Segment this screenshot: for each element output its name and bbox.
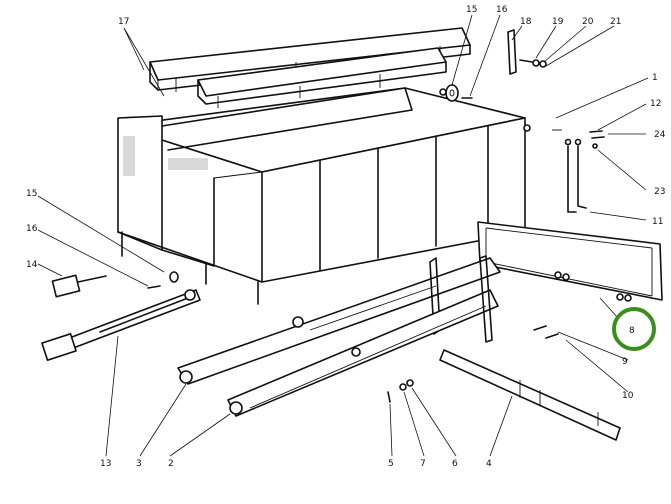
- callout-5: 5: [388, 459, 394, 469]
- callout-3: 3: [136, 459, 142, 469]
- callout-15-left: 15: [26, 189, 37, 199]
- callout-14: 14: [26, 260, 38, 270]
- tailgate-hinge-rods: [552, 129, 605, 213]
- callout-19: 19: [552, 17, 564, 27]
- tailgate: [477, 221, 663, 302]
- part-14-clevis: [51, 274, 107, 298]
- callout-15-top: 15: [466, 5, 477, 15]
- callout-17: 17: [118, 17, 129, 27]
- callout-6: 6: [452, 459, 458, 469]
- callout-8: 8: [629, 326, 635, 336]
- callout-16-top: 16: [496, 5, 508, 15]
- hydraulic-strut: [41, 289, 201, 361]
- part-18-lever: [507, 29, 517, 75]
- pins-9-10: [533, 325, 559, 339]
- side-rail-lower: [197, 47, 447, 108]
- callout-labels: 17 15 16 18 19 20 21 1 12 24 23 11 15 16…: [26, 5, 666, 469]
- callout-11: 11: [652, 217, 663, 227]
- side-rail-upper: [149, 27, 471, 92]
- cross-member: [439, 349, 621, 441]
- tipper-body: [117, 87, 531, 305]
- callout-2: 2: [168, 459, 174, 469]
- callout-24: 24: [654, 130, 666, 140]
- callout-10: 10: [622, 391, 634, 401]
- callout-1: 1: [652, 73, 658, 83]
- callout-21: 21: [610, 17, 621, 27]
- callout-4: 4: [486, 459, 492, 469]
- callout-7: 7: [420, 459, 426, 469]
- part-15-washer: [445, 84, 459, 102]
- callout-23: 23: [654, 187, 665, 197]
- part-19-21-fasteners: [519, 59, 547, 68]
- lift-arm-lower: [227, 255, 499, 417]
- leader-lines: [37, 14, 649, 457]
- callout-12: 12: [650, 99, 661, 109]
- part-15-16-left-pins: [147, 271, 179, 289]
- callout-16-left: 16: [26, 224, 38, 234]
- callout-9: 9: [622, 357, 628, 367]
- callout-20: 20: [582, 17, 594, 27]
- callout-18: 18: [520, 17, 532, 27]
- highlight-ring: [612, 307, 656, 351]
- callout-13: 13: [100, 459, 111, 469]
- bolt-set: [387, 379, 414, 403]
